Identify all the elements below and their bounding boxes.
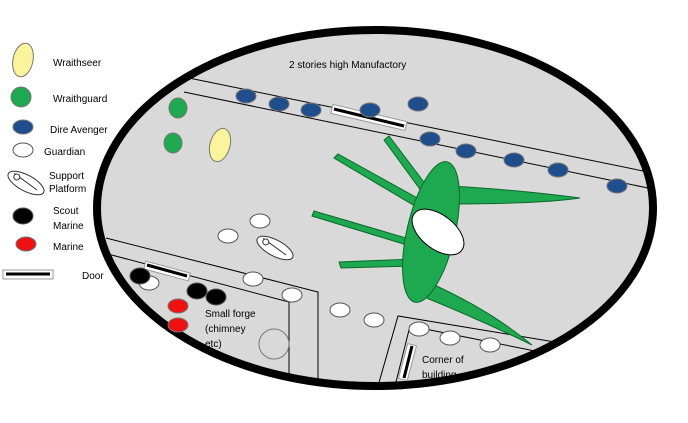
legend-scout-marine-swatch (12, 207, 34, 225)
legend-dire-avenger-label: Dire Avenger (50, 125, 108, 136)
legend-marine-label: Marine (53, 242, 84, 253)
legend-wraithguard-swatch (10, 86, 32, 108)
dire-avenger-tokens (235, 88, 628, 194)
legend-scout-marine-label: Marine (53, 221, 84, 232)
legend-wraithguard-label: Wraithguard (53, 94, 107, 105)
legend-support-platform-swatch (7, 170, 45, 196)
legend-wraithseer-swatch (12, 42, 34, 78)
corner-label: building (422, 370, 456, 381)
legend-marine-swatch (15, 236, 37, 252)
small-forge-label: Small forge (205, 309, 256, 320)
legend-guardian-swatch (12, 142, 34, 158)
wraithseer-token (208, 127, 232, 163)
legend-door-swatch (2, 269, 54, 280)
small-forge-label: etc) (205, 339, 222, 350)
scout-marine-tokens (129, 267, 227, 306)
legend-wraithseer-label: Wraithseer (53, 58, 102, 69)
forge-chimney (258, 328, 290, 360)
small-forge-label: (chimney (205, 324, 246, 335)
door (143, 260, 191, 282)
table-oval (93, 26, 657, 390)
wraith-walker (311, 135, 581, 346)
walker-head (411, 208, 465, 256)
legend-support-platform-label: Support (49, 171, 84, 182)
support-platform-token (256, 235, 294, 261)
legend-guardian-label: Guardian (44, 147, 85, 158)
legend-scout-marine-label: Scout (53, 206, 79, 217)
legend-support-platform-label: Platform (49, 184, 86, 195)
manufactory-walls (183, 76, 649, 189)
legend: Wraithseer Wraithguard Dire Avenger Guar… (2, 42, 108, 282)
corner-label: Corner of (422, 355, 464, 366)
map-title: 2 stories high Manufactory (289, 60, 406, 71)
marine-tokens (167, 298, 189, 333)
door (397, 342, 418, 382)
legend-dire-avenger-swatch (12, 119, 34, 135)
legend-door-label: Door (82, 271, 104, 282)
wraithguard-tokens (163, 97, 188, 154)
